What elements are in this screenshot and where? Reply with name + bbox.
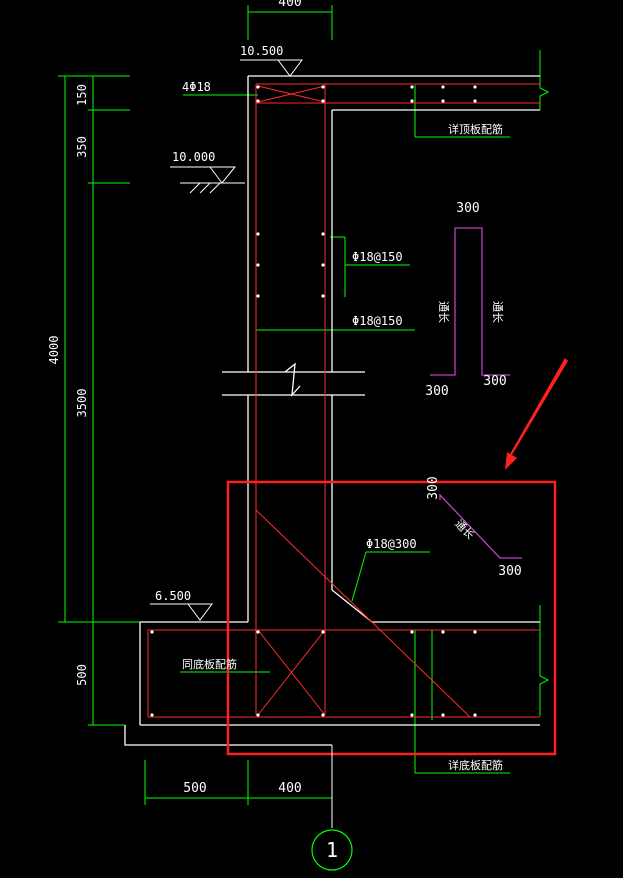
- highlight-box: [226, 480, 557, 756]
- label-wall-bar-2: Φ18@150: [352, 314, 403, 328]
- shape2-top: 300: [426, 476, 441, 499]
- elevation-top: 10.500: [240, 44, 283, 58]
- elevation-base: 6.500: [155, 589, 191, 603]
- axis-label: 1: [326, 838, 338, 862]
- dim-top-width: 400: [278, 0, 301, 10]
- shape1-bottom-right: 300: [483, 374, 506, 389]
- shape1-label-right: 通长: [491, 301, 504, 323]
- dim-400-bottom: 400: [278, 781, 301, 796]
- axis-bubble: 1: [311, 745, 353, 871]
- dim-150: 150: [75, 84, 89, 106]
- note-roof-slab: 详顶板配筋: [448, 122, 503, 136]
- dim-3500: 3500: [75, 389, 89, 418]
- note-bottom-slab-right: 详底板配筋: [448, 758, 503, 772]
- shape1-top: 300: [456, 201, 479, 216]
- dim-350: 350: [75, 136, 89, 158]
- shape2-label: 通长: [452, 517, 477, 542]
- label-top-bars: 4Φ18: [182, 80, 211, 94]
- elevation-ground: 10.000: [172, 150, 215, 164]
- rebar-dots: [150, 85, 477, 717]
- dim-4000: 4000: [47, 336, 61, 365]
- arrow-icon: [505, 358, 568, 470]
- shape1-bottom-left: 300: [425, 384, 448, 399]
- shape1-label-left: 通长: [437, 301, 450, 323]
- elevation-markers: [150, 59, 303, 621]
- concrete-outline: [124, 75, 540, 746]
- dimension-lines: [58, 5, 550, 805]
- label-wall-bar-1: Φ18@150: [352, 250, 403, 264]
- label-corner-bar: Φ18@300: [366, 537, 417, 551]
- bar-shape-diagrams: [430, 227, 522, 559]
- note-bottom-slab-left: 同底板配筋: [182, 657, 237, 671]
- shape2-bottom: 300: [498, 564, 521, 579]
- rebar-lines: [147, 83, 540, 718]
- highlight-annotation: [226, 358, 568, 756]
- dim-500-bottom: 500: [183, 781, 206, 796]
- dim-500-vertical: 500: [75, 664, 89, 686]
